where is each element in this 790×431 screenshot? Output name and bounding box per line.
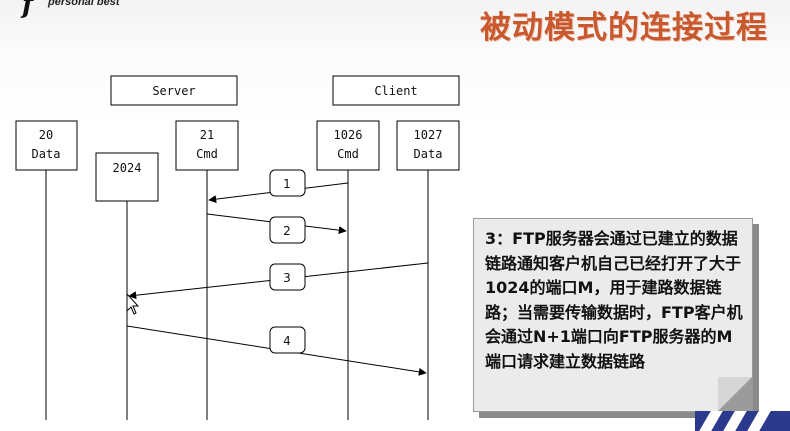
message-4: 4	[126, 325, 427, 376]
port-role: Cmd	[196, 147, 218, 161]
port-server-21: 21 Cmd	[175, 120, 239, 171]
message-1: 1	[208, 169, 349, 204]
group-client: Client	[332, 75, 460, 106]
message-1-label: 1	[283, 177, 291, 191]
message-3: 3	[128, 262, 429, 300]
mouse-pointer-icon	[126, 292, 140, 315]
port-number: 21	[200, 128, 214, 142]
slide-title: 被动模式的连接过程	[480, 10, 768, 46]
port-role: Data	[32, 147, 61, 161]
port-client-1026: 1026 Cmd	[316, 120, 380, 171]
message-4-label: 4	[283, 334, 291, 348]
port-server-20: 20 Data	[15, 120, 78, 171]
port-number: 1026	[334, 128, 363, 142]
port-number: 1027	[414, 128, 443, 142]
group-server-label: Server	[152, 84, 195, 98]
port-server-2024: 2024	[95, 152, 159, 202]
message-2-label: 2	[283, 224, 291, 238]
logo-tagline: personal best	[48, 0, 120, 8]
explanation-text: 3：FTP服务器会通过已建立的数据链路通知客户机自己已经打开了大于1024的端口…	[485, 229, 743, 371]
logo-mark: f	[22, 0, 34, 20]
message-2: 2	[206, 213, 347, 244]
group-server: Server	[110, 75, 238, 106]
corner-logo	[695, 411, 790, 431]
port-role: Data	[414, 147, 443, 161]
group-client-label: Client	[374, 84, 417, 98]
explanation-callout: 3：FTP服务器会通过已建立的数据链路通知客户机自己已经打开了大于1024的端口…	[473, 218, 761, 418]
port-number: 2024	[113, 161, 142, 175]
message-3-label: 3	[283, 271, 291, 285]
port-client-1027: 1027 Data	[396, 120, 460, 171]
port-role: Cmd	[337, 147, 359, 161]
port-number: 20	[39, 128, 53, 142]
